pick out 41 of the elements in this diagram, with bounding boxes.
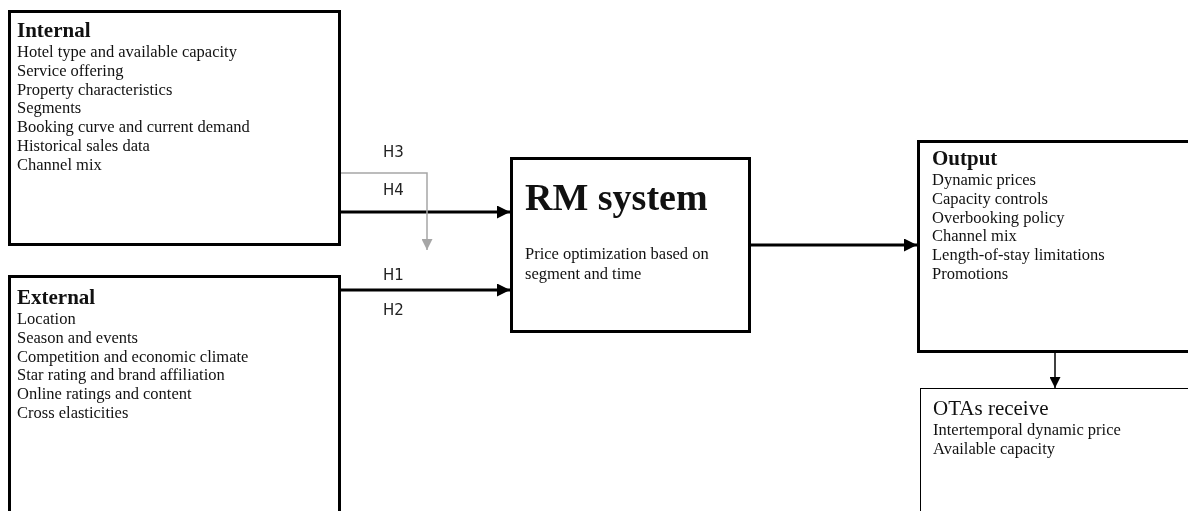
list-item: Overbooking policy bbox=[932, 208, 1066, 228]
hypothesis-label: H2 bbox=[383, 301, 404, 319]
list-item: Length-of-stay limitations bbox=[932, 246, 1106, 265]
list-item: Channel mix bbox=[932, 227, 1017, 247]
list-item: Price optimization based on segment and time bbox=[525, 243, 710, 285]
list-item: Booking curve and current demand bbox=[17, 118, 251, 137]
text-box bbox=[8, 275, 341, 511]
list-item: Location bbox=[17, 309, 77, 329]
heading: External bbox=[17, 286, 97, 310]
list-item: Season and events bbox=[17, 328, 139, 348]
list-item: Segments bbox=[17, 99, 83, 119]
text-box bbox=[920, 388, 1188, 511]
list-item: Promotions bbox=[932, 264, 1009, 284]
list-item: Property characteristics bbox=[17, 80, 174, 100]
list-item: Capacity controls bbox=[932, 189, 1049, 209]
list-item: Historical sales data bbox=[17, 136, 151, 156]
arrow bbox=[751, 238, 917, 252]
arrow bbox=[341, 205, 510, 219]
list-item: Channel mix bbox=[17, 155, 103, 175]
hypothesis-label: H3 bbox=[383, 143, 404, 161]
heading: RM system bbox=[525, 175, 709, 220]
text-box bbox=[8, 10, 341, 246]
arrow bbox=[340, 172, 433, 251]
arrow bbox=[1049, 352, 1061, 389]
list-item: Star rating and brand affiliation bbox=[17, 366, 226, 386]
text-box bbox=[917, 140, 1188, 353]
list-item: Online ratings and content bbox=[17, 385, 193, 404]
hypothesis-label: H4 bbox=[383, 181, 404, 199]
list-item: Cross elasticities bbox=[17, 403, 130, 423]
heading: Output bbox=[932, 147, 999, 171]
list-item: Intertemporal dynamic price bbox=[933, 420, 1122, 440]
list-item: Hotel type and available capacity bbox=[17, 42, 238, 62]
list-item: Dynamic prices bbox=[932, 170, 1037, 190]
list-item: Available capacity bbox=[933, 439, 1055, 459]
list-item: Service offering bbox=[17, 61, 125, 81]
heading: OTAs receive bbox=[933, 397, 1050, 421]
text-box bbox=[510, 157, 751, 333]
arrow bbox=[341, 283, 510, 297]
list-item: Competition and economic climate bbox=[17, 347, 250, 367]
hypothesis-label: H1 bbox=[383, 266, 404, 284]
heading: Internal bbox=[17, 19, 92, 43]
